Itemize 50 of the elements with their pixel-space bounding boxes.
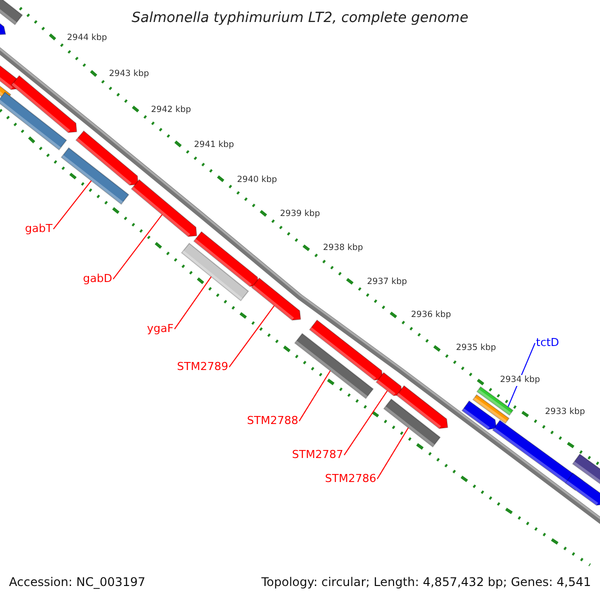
gene-feature xyxy=(376,372,403,396)
gene-feature xyxy=(250,277,302,321)
gene-feature xyxy=(75,130,139,186)
gene-feature xyxy=(193,231,259,287)
gene-bar xyxy=(294,332,374,400)
gene-feature xyxy=(396,385,448,430)
gene-bar xyxy=(383,398,441,448)
gene-label: gabT xyxy=(25,223,52,234)
title: Salmonella typhimurium LT2, complete genome xyxy=(130,11,470,25)
gene-bar xyxy=(0,92,68,150)
scale-label: 2934 kbp xyxy=(499,375,542,386)
scale-label: 2942 kbp xyxy=(150,105,192,116)
gene-bar xyxy=(181,242,249,302)
scale-label: 2936 kbp xyxy=(410,310,452,320)
scale-label: 2941 kbp xyxy=(193,140,236,150)
scale-label: 2933 kbp xyxy=(544,407,586,418)
scale-label: 2937 kbp xyxy=(366,277,408,288)
gene-feature xyxy=(130,178,198,237)
gene-label: STM2789 xyxy=(177,361,228,372)
scale-label: 2939 kbp xyxy=(279,209,322,220)
gene-feature xyxy=(308,319,384,381)
gene-feature xyxy=(564,472,600,506)
leader-line xyxy=(344,390,388,456)
leader-line xyxy=(52,180,92,230)
gene-label: ygaF xyxy=(147,323,174,334)
scale-label: 2938 kbp xyxy=(322,243,364,254)
footer-text: Topology: circular; Length: 4,857,432 bp; Genes: 4,541 xyxy=(261,576,591,588)
gene-label: STM2786 xyxy=(325,473,376,484)
leader-line xyxy=(298,370,331,422)
leader-line xyxy=(376,427,409,480)
gene-feature xyxy=(10,74,78,133)
leader-line xyxy=(228,305,275,368)
gene-bar xyxy=(60,147,130,205)
gene-feature xyxy=(0,21,6,36)
gene-feature xyxy=(461,400,497,430)
gene-label: STM2787 xyxy=(292,449,344,460)
scale-label: 2944 kbp xyxy=(66,33,108,44)
footer-text: Accession: NC_003197 xyxy=(9,576,146,588)
gene-bar xyxy=(572,453,600,485)
gene-label: tctD xyxy=(536,337,560,348)
gene-label: STM2788 xyxy=(247,415,298,426)
gene-bar xyxy=(476,386,514,416)
scale-label: 2940 kbp xyxy=(236,175,278,186)
gene-label: gabD xyxy=(83,273,112,284)
gene-bar xyxy=(0,0,23,26)
scale-label: 2943 kbp xyxy=(108,69,150,80)
scale-label: 2935 kbp xyxy=(455,343,498,354)
gene-bar xyxy=(472,394,510,424)
leader-line xyxy=(112,214,163,280)
leader-line xyxy=(174,276,212,330)
